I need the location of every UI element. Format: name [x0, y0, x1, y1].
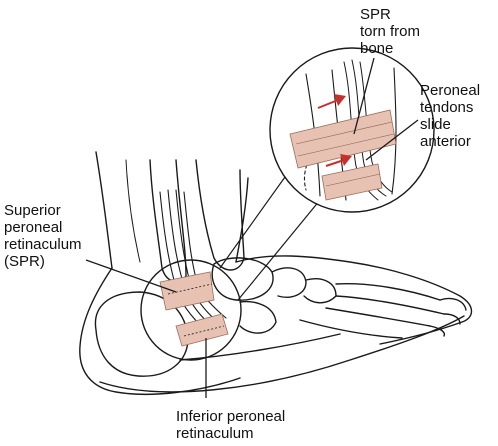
cuneiforms	[303, 278, 337, 304]
label-superior-retinaculum-line4: (SPR)	[4, 253, 45, 270]
tibia	[195, 159, 245, 271]
label-peroneal-tendons: Peroneal tendons slide anterior	[420, 82, 480, 150]
label-superior-retinaculum-line2: peroneal	[4, 219, 63, 236]
main-magnify-circle	[140, 259, 242, 361]
leg-inner-line	[125, 159, 141, 263]
label-peroneal-tendons-line3: slide	[420, 116, 451, 133]
leader-lines	[85, 57, 419, 398]
label-inferior-retinaculum-line1: Inferior peroneal	[176, 408, 286, 425]
zoom-detail	[289, 59, 397, 201]
fibula	[149, 159, 187, 283]
leg-front-contour	[235, 177, 249, 263]
foot-outline	[79, 151, 473, 396]
label-peroneal-tendons-line1: Peroneal	[420, 82, 481, 99]
dorsum-contour	[235, 255, 473, 345]
toe-2	[443, 313, 461, 325]
inferior-retinaculum-band	[175, 313, 229, 347]
navicular	[271, 267, 307, 298]
cuboid	[239, 300, 277, 334]
label-superior-retinaculum-line3: retinaculum	[4, 236, 82, 253]
sole-contour	[99, 315, 465, 393]
leader-superior-retinaculum	[85, 259, 177, 293]
label-superior-retinaculum: Superior peroneal retinaculum (SPR)	[4, 202, 82, 270]
label-superior-retinaculum-line1: Superior	[4, 202, 61, 219]
metatarsal-2	[335, 295, 445, 315]
superior-retinaculum-band	[159, 271, 215, 311]
label-spr-torn-line1: SPR	[360, 6, 391, 23]
label-inferior-retinaculum-line2: retinaculum	[176, 425, 254, 442]
metatarsal-3	[325, 307, 431, 327]
metatarsal-1	[335, 282, 441, 301]
leader-peroneal-tendons	[365, 119, 419, 161]
anterior-slide-arrows	[317, 94, 352, 167]
label-inferior-retinaculum: Inferior peroneal retinaculum	[176, 408, 285, 442]
lower-retinaculum-band	[321, 163, 383, 201]
zoom-connectors	[219, 169, 321, 301]
label-peroneal-tendons-line4: anterior	[420, 133, 471, 150]
leader-spr-torn	[353, 57, 375, 135]
label-spr-torn-line3: bone	[360, 40, 394, 57]
talus	[211, 257, 274, 301]
metatarsal-4	[299, 319, 403, 339]
label-spr-torn-line2: torn from	[360, 23, 421, 40]
arch-line	[179, 333, 341, 361]
label-peroneal-tendons-line2: tendons	[420, 99, 474, 116]
label-spr-torn: SPR torn from bone	[360, 6, 420, 57]
retinacula-main	[159, 271, 229, 347]
toe-3	[429, 325, 446, 337]
torn-spr-band	[289, 109, 397, 169]
leg-back-contour	[95, 151, 113, 269]
toe-1	[439, 297, 467, 311]
